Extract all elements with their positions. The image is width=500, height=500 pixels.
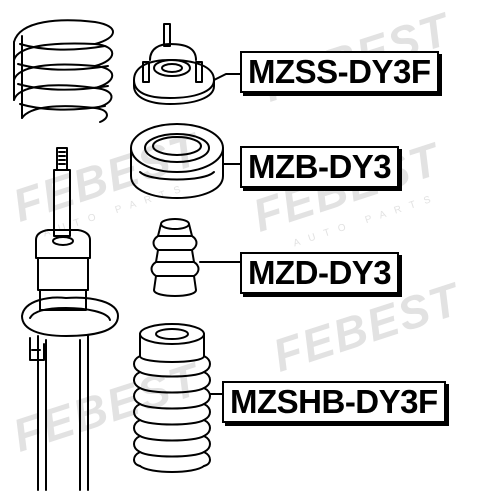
part-label-strut-mount: MZSS-DY3F bbox=[240, 51, 439, 93]
shock-absorber-drawing bbox=[21, 147, 119, 491]
part-label-bump-stop: MZD-DY3 bbox=[240, 252, 400, 294]
boot-drawing bbox=[133, 323, 223, 473]
strut-mount-drawing bbox=[133, 23, 241, 105]
part-label-bearing: MZB-DY3 bbox=[240, 146, 400, 188]
part-label-boot: MZSHB-DY3F bbox=[222, 381, 446, 423]
coil-spring-drawing bbox=[13, 19, 114, 123]
bump-stop-drawing bbox=[150, 218, 241, 297]
bearing-drawing bbox=[130, 123, 241, 199]
